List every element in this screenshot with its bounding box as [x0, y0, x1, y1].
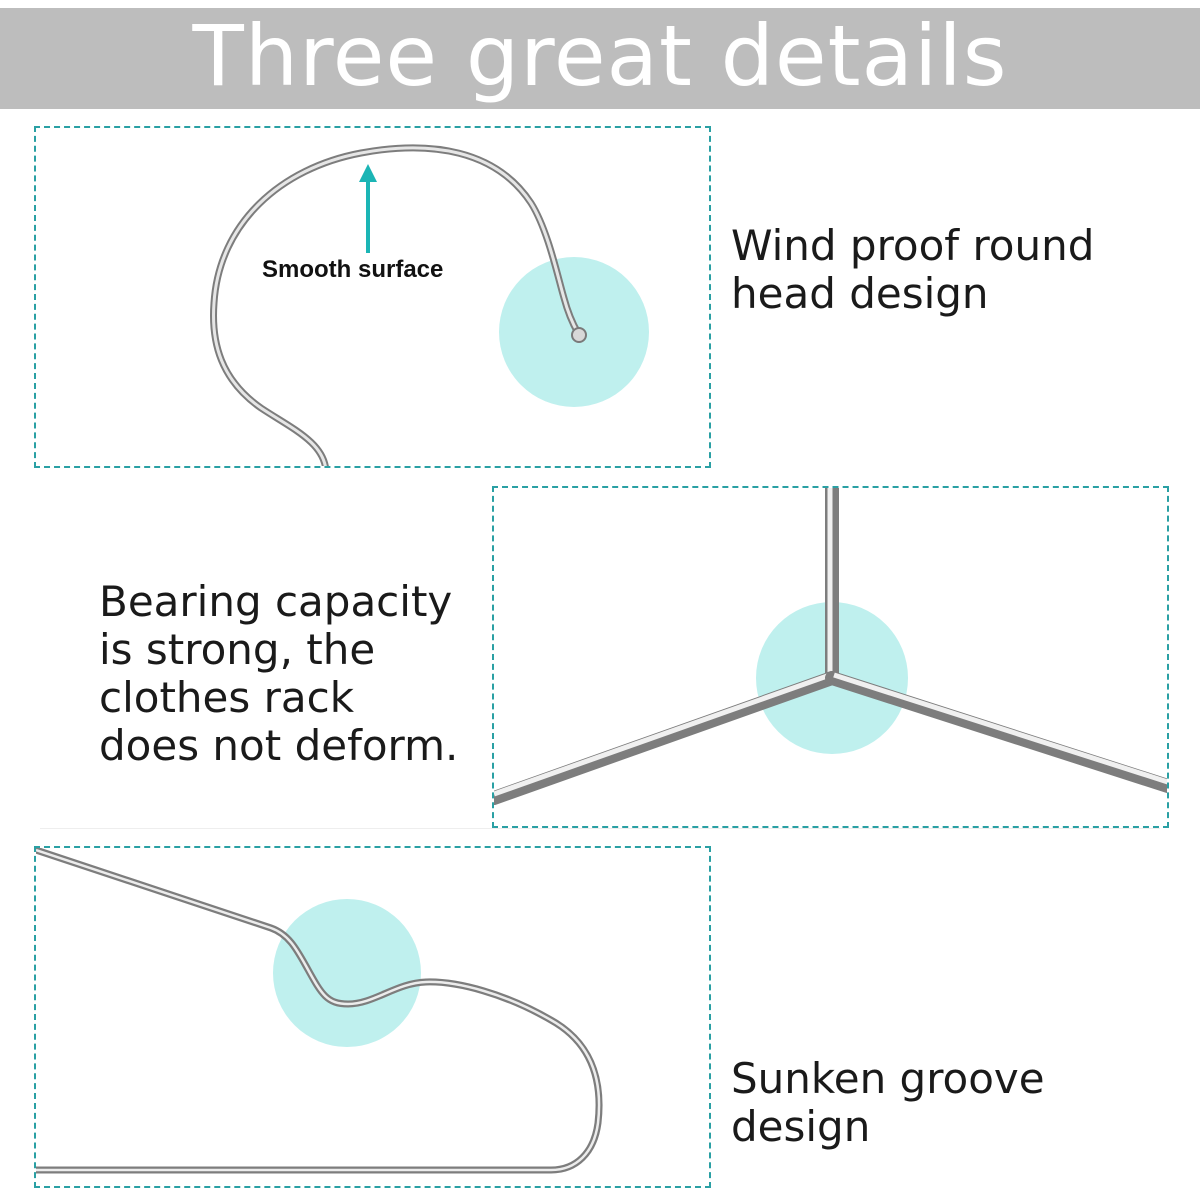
hanger-groove-icon	[36, 848, 603, 1174]
section-divider	[40, 828, 1160, 829]
feature-text-bearing-capacity: Bearing capacity is strong, the clothes …	[99, 577, 459, 770]
feature-text-round-head: Wind proof round head design	[731, 221, 1095, 318]
hanger-joint-icon	[494, 488, 1167, 805]
hanger-hook-icon	[210, 144, 649, 466]
detail-panel-groove	[34, 846, 711, 1188]
page-title: Three great details	[0, 8, 1200, 109]
highlight-circle	[273, 899, 421, 1047]
callout-arrow-head	[359, 164, 377, 182]
detail-panel-joint	[492, 486, 1169, 828]
smooth-surface-label: Smooth surface	[262, 256, 444, 283]
feature-text-sunken-groove: Sunken groove design	[731, 1054, 1045, 1151]
detail-panel-round-head: Smooth surface	[34, 126, 711, 468]
